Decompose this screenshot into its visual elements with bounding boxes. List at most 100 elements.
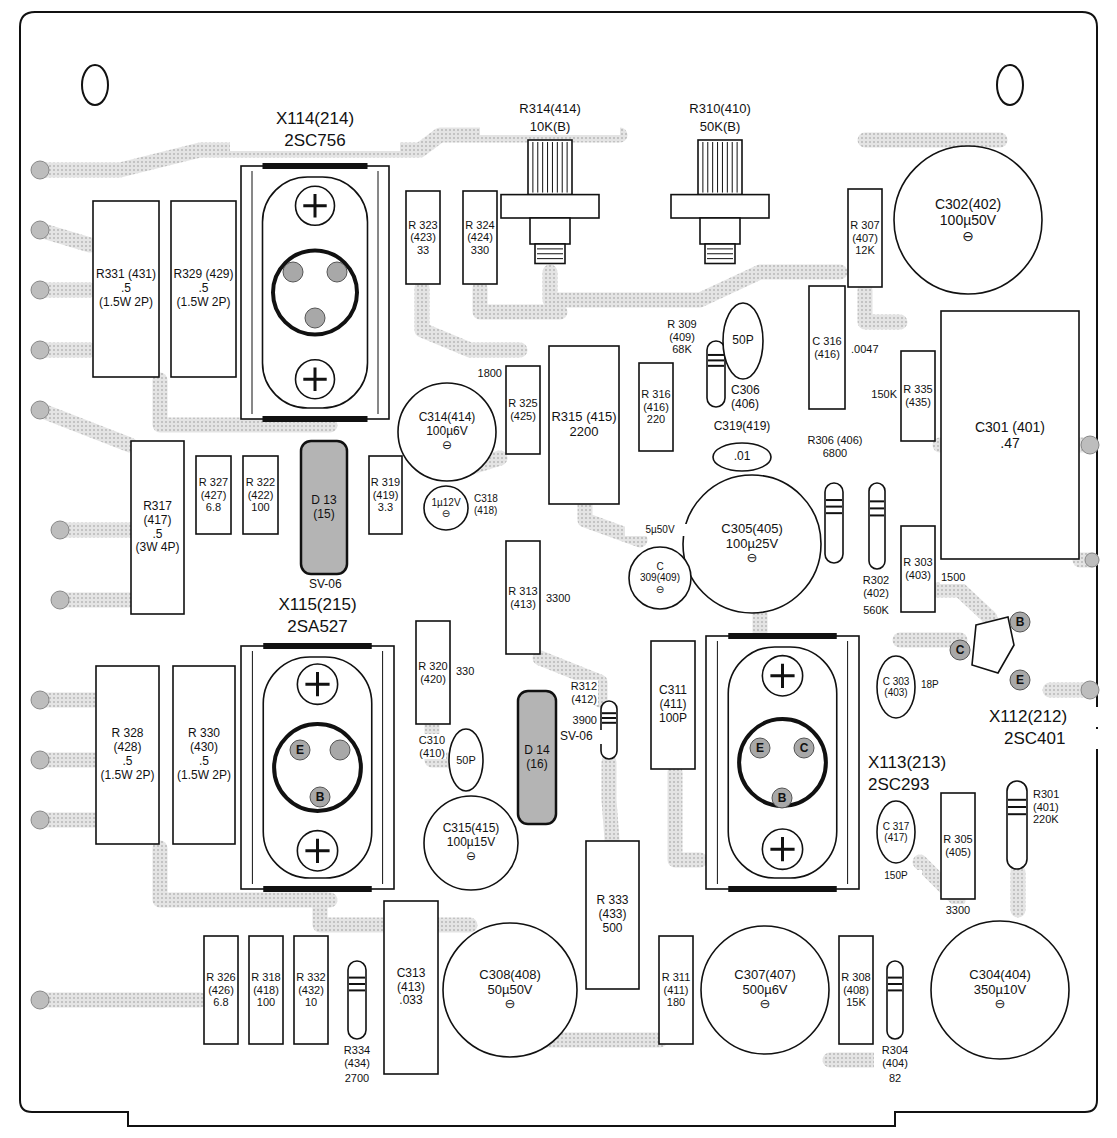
resistor: R 332 (432)10 bbox=[293, 935, 329, 1045]
potentiometer-outline bbox=[547, 142, 548, 193]
transistor-pin bbox=[290, 740, 310, 760]
transistor-pin bbox=[1010, 612, 1030, 632]
resistor: R302 (402)560K bbox=[868, 482, 886, 570]
capacitor-outline bbox=[683, 475, 821, 613]
part-label: ⊖ bbox=[916, 228, 1020, 244]
resistor-outline bbox=[708, 365, 724, 367]
label-column: C315(415)100µ15V⊖ bbox=[437, 822, 505, 863]
part-label: C313 (413) bbox=[385, 967, 437, 995]
potentiometer-outline bbox=[737, 142, 738, 193]
transistor-pin bbox=[283, 262, 303, 282]
part-label: 10K(B) bbox=[480, 120, 620, 135]
transistor: X114(214)2SC756 bbox=[240, 165, 390, 420]
transistor-pin bbox=[794, 738, 814, 758]
copper-traces bbox=[40, 135, 1092, 1060]
part-label: R 311 (411) bbox=[660, 971, 692, 996]
part-label: C319(419) bbox=[702, 420, 782, 434]
part-label: .5 bbox=[172, 282, 235, 296]
resistor-outline bbox=[586, 841, 639, 989]
resistor-outline bbox=[870, 514, 884, 516]
capacitor: C 309(409)⊖5µ50V bbox=[628, 546, 692, 610]
resistor: R 311 (411)180 bbox=[658, 935, 694, 1045]
resistor-outline bbox=[349, 989, 365, 991]
potentiometer-outline bbox=[727, 142, 728, 193]
capacitor: C302(402)100µ50V⊖ bbox=[893, 145, 1043, 295]
resistor: R 320 (420)330 bbox=[415, 620, 451, 725]
part-label: C 316 (416) bbox=[810, 335, 844, 360]
part-label: (1.5W 2P) bbox=[94, 296, 158, 310]
transistor-outline bbox=[728, 633, 837, 639]
label-column: D 13 (15) bbox=[304, 494, 344, 522]
capacitor: 50PC310 (410) bbox=[448, 728, 484, 792]
label-column: R 313 (413) bbox=[507, 585, 539, 610]
potentiometer-outline bbox=[552, 142, 553, 193]
resistor-outline bbox=[131, 441, 184, 614]
part-label: ⊖ bbox=[720, 997, 810, 1012]
resistor: R 327 (427)6.8 bbox=[195, 455, 232, 535]
part-label: .5 bbox=[132, 528, 183, 542]
capacitor: C307(407)500µ6V⊖ bbox=[700, 925, 830, 1055]
label-column: R 307 (407)12K bbox=[849, 219, 881, 257]
potentiometer-outline bbox=[722, 142, 723, 193]
part-label: R 324 (424) bbox=[464, 219, 496, 244]
part-label: 1µ12V bbox=[430, 497, 462, 509]
part-label: C 317 (417) bbox=[882, 821, 910, 844]
diode: D 14 (16)SV-06 bbox=[517, 690, 557, 825]
part-label: R 333 (433) bbox=[587, 894, 638, 922]
transistor-outline bbox=[305, 839, 329, 863]
label-area bbox=[502, 143, 598, 267]
resistor: R 328 (428).5(1.5W 2P) bbox=[95, 665, 160, 845]
pin-label: E bbox=[296, 744, 304, 756]
pin-label: C bbox=[956, 644, 965, 656]
part-label: 500 bbox=[587, 922, 638, 936]
pin-label: B bbox=[778, 792, 787, 804]
resistor-outline bbox=[249, 936, 283, 1044]
label-column: R 311 (411)180 bbox=[660, 971, 692, 1009]
resistor-outline bbox=[506, 541, 540, 654]
label-column: 50P bbox=[728, 334, 758, 348]
part-label: (1.5W 2P) bbox=[172, 296, 235, 310]
pin-label: C bbox=[800, 742, 809, 754]
capacitor: C315(415)100µ15V⊖ bbox=[423, 795, 519, 891]
part-label: 3.3 bbox=[370, 501, 401, 514]
part-label: R 330 (430) bbox=[174, 727, 234, 755]
potentiometer-outline bbox=[707, 253, 733, 254]
capacitor: C 317 (417)150P bbox=[876, 800, 916, 864]
part-label: 6.8 bbox=[197, 501, 230, 514]
resistor-outline bbox=[708, 354, 724, 356]
transistor-outline bbox=[762, 829, 802, 869]
resistor: R 325 (425)1800 bbox=[505, 365, 541, 455]
part-label: R 318 (418) bbox=[250, 971, 282, 996]
diode-outline bbox=[518, 691, 556, 824]
mount-hole bbox=[997, 65, 1023, 105]
potentiometer-outline bbox=[535, 244, 565, 264]
label-column: 1µ12V⊖ bbox=[430, 497, 462, 520]
part-label: 12K bbox=[849, 244, 881, 257]
label-area bbox=[824, 483, 844, 563]
label-area: C313 (413).033 bbox=[385, 903, 437, 1072]
mount-hole bbox=[82, 65, 108, 105]
label-area: R 308 (408)15K bbox=[840, 938, 872, 1042]
label-column: R 324 (424)330 bbox=[464, 219, 496, 257]
transistor-pin bbox=[772, 788, 792, 808]
label-area: .01 bbox=[721, 447, 763, 467]
resistor-outline bbox=[349, 977, 365, 979]
capacitor: C305(405)100µ25V⊖ bbox=[682, 474, 822, 614]
resistor-outline bbox=[549, 346, 619, 504]
capacitor: 50PC306 (406) bbox=[722, 302, 764, 380]
transistor-outline bbox=[297, 664, 337, 704]
label-area: C308(408)50µ50V⊖ bbox=[462, 942, 558, 1038]
resistor-outline bbox=[349, 983, 365, 985]
part-label: R334 (434) bbox=[332, 1044, 382, 1069]
part-label: C 309(409) bbox=[638, 561, 682, 584]
capacitor-outline bbox=[424, 796, 518, 890]
pin-label: E bbox=[756, 742, 764, 754]
label-area: C 316 (416) bbox=[810, 288, 844, 407]
part-label: 350µ10V bbox=[951, 983, 1049, 998]
resistor-outline bbox=[369, 456, 402, 534]
transistor: X113(213)2SC293 bbox=[705, 635, 860, 890]
part-label: .5 bbox=[94, 282, 158, 296]
label-column: C314(414)100µ6V⊖ bbox=[412, 411, 482, 452]
potentiometer-outline bbox=[702, 142, 703, 193]
